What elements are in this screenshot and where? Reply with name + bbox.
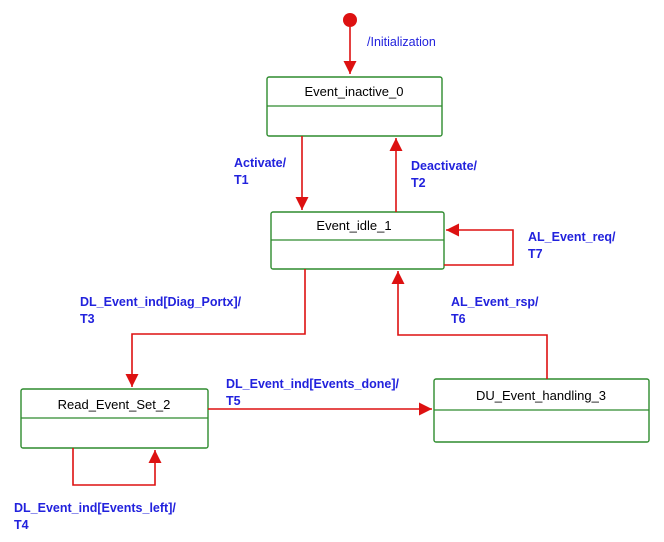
state-name: Read_Event_Set_2 xyxy=(58,397,171,412)
state-event-idle-1: Event_idle_1 xyxy=(270,211,445,270)
transition-t4-label: DL_Event_ind[Events_left]/ T4 xyxy=(14,501,179,532)
transition-t5-trigger: DL_Event_ind[Events_done]/ xyxy=(226,377,399,391)
transition-t3-id: T3 xyxy=(80,312,95,326)
state-name: DU_Event_handling_3 xyxy=(476,388,606,403)
initial-state-dot xyxy=(343,13,357,27)
transition-t2-id: T2 xyxy=(411,176,426,190)
transition-t3-trigger: DL_Event_ind[Diag_Portx]/ xyxy=(80,295,242,309)
transition-t6-arrow xyxy=(391,271,548,379)
transition-t5-id: T5 xyxy=(226,394,241,408)
transition-t6-trigger: AL_Event_rsp/ xyxy=(451,295,539,309)
state-name: Event_idle_1 xyxy=(316,218,391,233)
transition-t3-label: DL_Event_ind[Diag_Portx]/ T3 xyxy=(80,295,245,326)
transition-t4-arrow xyxy=(72,448,162,486)
transition-t1-trigger: Activate/ xyxy=(234,156,287,170)
state-du-event-handling-3: DU_Event_handling_3 xyxy=(433,378,650,443)
state-name: Event_inactive_0 xyxy=(304,84,403,99)
transition-t6-id: T6 xyxy=(451,312,466,326)
initialization-label: /Initialization xyxy=(367,35,436,49)
transition-t6-label: AL_Event_rsp/ T6 xyxy=(451,295,542,326)
transition-t2-label: Deactivate/ T2 xyxy=(411,159,481,190)
state-event-inactive-0: Event_inactive_0 xyxy=(266,76,443,137)
transition-t5-label: DL_Event_ind[Events_done]/ T5 xyxy=(226,377,402,408)
transition-t4-trigger: DL_Event_ind[Events_left]/ xyxy=(14,501,176,515)
transition-t7-arrow xyxy=(444,223,514,266)
transition-t1-label: Activate/ T1 xyxy=(234,156,290,187)
transition-t7-trigger: AL_Event_req/ xyxy=(528,230,616,244)
transition-t3-arrow xyxy=(125,269,306,387)
transition-t1-id: T1 xyxy=(234,173,249,187)
transition-t4-id: T4 xyxy=(14,518,29,532)
transition-t7-label: AL_Event_req/ T7 xyxy=(528,230,619,261)
transition-t2-trigger: Deactivate/ xyxy=(411,159,478,173)
state-read-event-set-2: Read_Event_Set_2 xyxy=(20,388,209,449)
transition-t7-id: T7 xyxy=(528,247,543,261)
